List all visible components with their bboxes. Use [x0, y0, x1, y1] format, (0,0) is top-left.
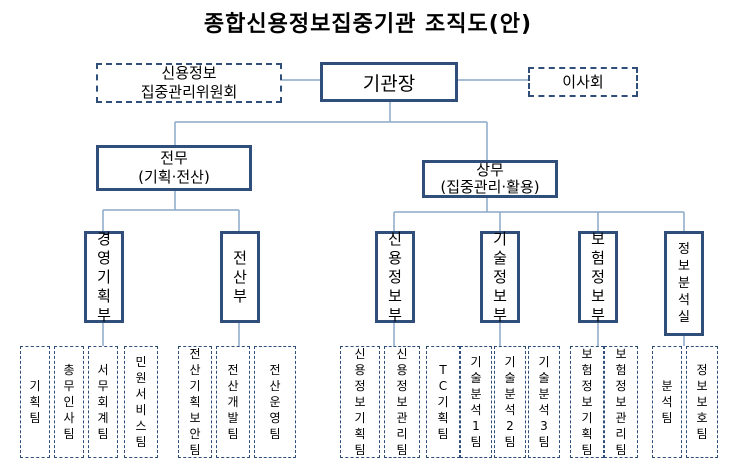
vp-right-box: 상무 (집중관리·활용): [422, 160, 558, 198]
division-credit-info: 신용정보부: [375, 230, 415, 324]
division-tech-info: 기술정보부: [480, 230, 520, 324]
division-info-analysis: 정보분석실: [664, 231, 704, 336]
division-it: 전산부: [220, 231, 260, 323]
team-civil-service: 민원서비스팀: [124, 346, 158, 458]
team-credit-info-management: 신용정보관리팀: [384, 346, 420, 458]
team-it-planning-security: 전산기획보안팀: [178, 346, 212, 458]
team-tc-planning: TC기획팀: [426, 346, 460, 458]
vp-left-box: 전무 (기획·전산): [96, 145, 252, 191]
team-tech-analysis-3: 기술분석3팀: [528, 346, 560, 458]
division-insurance-info: 보험정보부: [578, 230, 618, 324]
team-insurance-info-planning: 보험정보기획팀: [570, 346, 604, 458]
vp-right-title: 상무: [476, 161, 504, 179]
board-box: 이사회: [528, 67, 638, 97]
team-credit-info-planning: 신용정보기획팀: [340, 346, 380, 458]
team-it-operation: 전산운영팀: [254, 346, 296, 458]
vp-left-title: 전무: [160, 149, 188, 167]
chart-title: 종합신용정보집중기관 조직도(안): [203, 12, 533, 37]
division-management-planning: 경영기획부: [84, 230, 124, 324]
vp-left-sub: (기획·전산): [138, 168, 210, 186]
team-analysis: 분석팀: [652, 346, 682, 458]
team-tech-analysis-2: 기술분석2팀: [494, 346, 526, 458]
head-box: 기관장: [320, 62, 458, 102]
team-planning: 기획팀: [20, 346, 50, 458]
team-info-protection: 정보보호팀: [686, 346, 718, 458]
vp-right-sub: (집중관리·활용): [440, 178, 540, 196]
team-admin-accounting: 서무회계팀: [88, 346, 118, 458]
team-general-hr: 총무인사팀: [54, 346, 84, 458]
team-tech-analysis-1: 기술분석1팀: [460, 346, 492, 458]
credit-info-committee-box: 신용정보 집중관리위원회: [96, 63, 282, 103]
team-it-development: 전산개발팀: [216, 346, 250, 458]
team-insurance-info-management: 보험정보관리팀: [604, 346, 638, 458]
